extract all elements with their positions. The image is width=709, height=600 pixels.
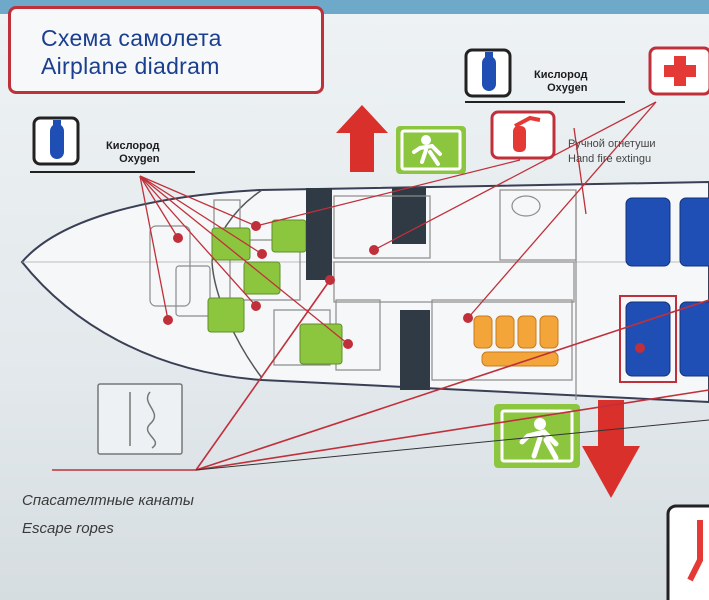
attendant-seats xyxy=(473,315,559,367)
galley-area xyxy=(333,189,577,400)
rope-line-dark xyxy=(195,419,709,471)
oxygen-label-en: Oxygen xyxy=(119,153,160,165)
highlight-seat-frame xyxy=(619,295,677,383)
extinguisher-label-en: Hand fire extingu xyxy=(568,153,652,165)
oxygen-label-ru: Кислород xyxy=(106,140,160,152)
oxygen-bottle-icon xyxy=(32,116,80,166)
exit-arrow-up-icon xyxy=(336,105,388,172)
fire-extinguisher-icon xyxy=(490,110,556,160)
partial-icon-box xyxy=(666,504,709,600)
extinguisher-label: Ручной огнетуши Hand fire extingu xyxy=(568,137,656,167)
extinguisher-label-ru: Ручной огнетуши xyxy=(568,138,656,150)
oxygen-label-left: Кислород Oxygen xyxy=(106,140,159,166)
title-english: Airplane diadram xyxy=(41,53,220,79)
fuselage-outline xyxy=(20,180,709,404)
title-box: Схема самолета Airplane diadram xyxy=(8,6,324,94)
bulkheads xyxy=(306,188,430,390)
exit-arrow-down-icon xyxy=(582,400,640,498)
oxygen-label-ru: Кислород xyxy=(534,69,588,81)
emergency-exit-icon xyxy=(494,404,580,468)
oxygen-leader-lines xyxy=(139,175,349,345)
passenger-seats xyxy=(625,197,709,377)
emergency-exit-icon xyxy=(396,126,466,174)
first-aid-cross-icon xyxy=(648,46,709,96)
escape-rope-lines xyxy=(52,279,709,471)
title-russian: Схема самолета xyxy=(41,25,222,51)
escape-ropes-label-en: Escape ropes xyxy=(22,520,114,537)
oxygen-label-en: Oxygen xyxy=(547,82,588,94)
oxygen-bottle-icon xyxy=(464,48,512,98)
rope-pictogram xyxy=(97,383,183,455)
top-leader-lines xyxy=(255,101,657,319)
oxygen-label-right: Кислород Oxygen xyxy=(534,69,587,95)
escape-ropes-label-ru: Спасателтные канаты xyxy=(22,492,194,509)
